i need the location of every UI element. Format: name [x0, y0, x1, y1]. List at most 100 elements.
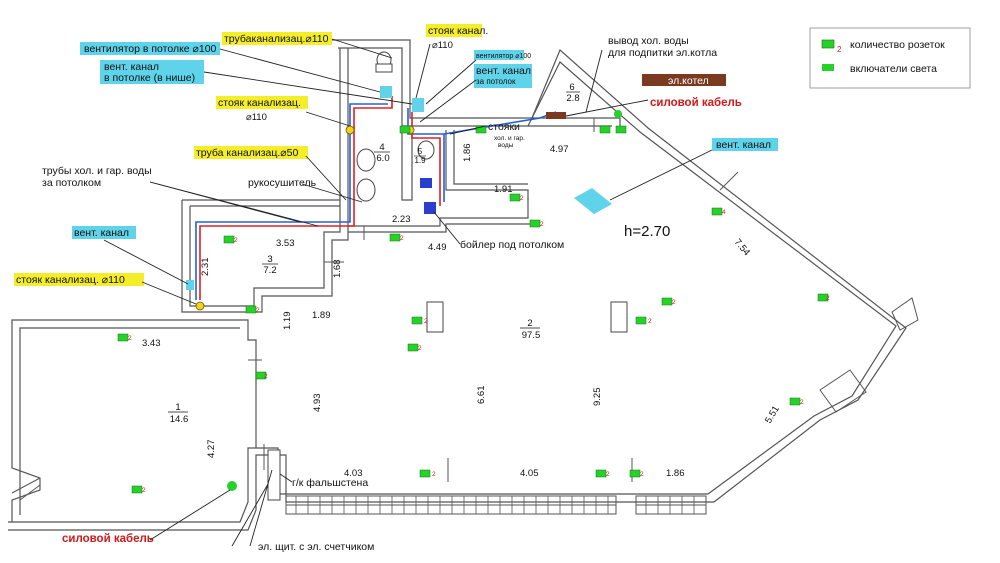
dim-4-97: 4.97	[550, 144, 569, 155]
outlet-marker	[419, 469, 431, 478]
legend-outlets-count: 2	[837, 45, 842, 54]
outlet-count: 2	[400, 235, 404, 242]
callout-el-boiler: эл.котел	[668, 75, 709, 87]
callout-vent-left: вент. канал	[74, 227, 129, 239]
outlet-count: 2	[672, 299, 676, 306]
svg-text:6: 6	[569, 82, 574, 93]
outlet-count-labels: 2 2 2 2 2 2 2 2 2 2 4 2 2 2 2 2 2 2	[128, 195, 830, 494]
svg-text:7.2: 7.2	[263, 265, 276, 276]
dim-1-91: 1.91	[494, 184, 513, 195]
window-ticks	[295, 496, 695, 514]
room-labels: 6 2.8 4 6.0 5 1.9 3 7.2 2 97.5 1 14.6	[168, 82, 580, 425]
outlet-marker	[389, 233, 401, 242]
dim-6-61: 6.61	[476, 386, 487, 405]
callout-risers: стояки	[488, 121, 520, 133]
outlet-marker	[131, 485, 143, 494]
dimensions: 4.97 1.86 1.91 2.23 4.49 7.54 3.53 2.31 …	[142, 144, 782, 480]
outlet-marker	[399, 125, 411, 134]
vent-shaft-riser	[412, 98, 424, 112]
dim-2-31: 2.31	[200, 258, 211, 277]
callout-riser-sewer-top-d: ⌀110	[432, 40, 453, 51]
svg-text:1.9: 1.9	[414, 156, 426, 165]
callout-riser-sewer-mid: стояк канализац.	[218, 97, 301, 109]
callout-el-panel: эл. щит. с эл. счетчиком	[258, 541, 374, 553]
outlet-count: 4	[722, 209, 726, 216]
dim-5-51: 5.51	[763, 404, 782, 426]
dim-1-68: 1.68	[332, 260, 343, 279]
callout-riser-sewer-mid-d: ⌀110	[246, 112, 267, 123]
windows	[11, 297, 919, 515]
outlet-count: 2	[826, 295, 830, 302]
svg-text:1: 1	[175, 402, 180, 413]
dim-1-86-a: 1.86	[462, 144, 473, 163]
dim-1-89: 1.89	[312, 310, 331, 321]
svg-text:2.8: 2.8	[566, 93, 579, 104]
dim-7-54: 7.54	[732, 237, 752, 258]
callout-riser-sewer-left: стояк канализац. ⌀110	[16, 274, 125, 286]
dim-9-25: 9.25	[592, 388, 603, 407]
outlet-marker	[635, 316, 647, 325]
outlet-count: 2	[520, 195, 524, 202]
el-boiler-box	[546, 112, 566, 119]
outlet-marker	[615, 125, 627, 134]
callout-vent-niche-1: вент. канал	[104, 61, 159, 73]
outlet-marker	[411, 316, 423, 325]
svg-text:5: 5	[418, 147, 423, 156]
outlet-marker	[629, 469, 641, 478]
callout-boiler-ceiling: бойлер под потолком	[460, 239, 564, 251]
outlet-count: 2	[540, 221, 544, 228]
callout-power-cable-top: силовой кабель	[650, 97, 742, 109]
vent-shaft-small	[380, 86, 392, 98]
callout-gk-wall: г/к фальшстена	[292, 477, 368, 489]
room-3: 3 7.2	[262, 254, 278, 276]
outlet-marker	[599, 125, 611, 134]
outlet-count: 2	[640, 471, 644, 478]
outlet-marker	[817, 293, 829, 302]
callout-towel-dryer: рукосушитель	[248, 177, 317, 189]
dim-3-43: 3.43	[142, 338, 161, 349]
dim-4-05: 4.05	[520, 468, 539, 479]
outlet-marker	[789, 397, 801, 406]
vent-shaft-left	[186, 280, 194, 290]
legend-outlets-label: количество розеток	[850, 39, 945, 51]
dim-4-03: 4.03	[344, 468, 363, 479]
ceiling-height: h=2.70	[624, 223, 670, 240]
dim-1-19: 1.19	[282, 312, 293, 331]
light-switches	[227, 110, 622, 491]
vent-shaft-right	[574, 188, 612, 214]
outlet-count: 2	[256, 307, 260, 314]
callout-pipe-sewer-50: труба канализац.⌀50	[196, 147, 298, 159]
callout-ventilator-ceiling: вентилятор в потолке ⌀100	[84, 43, 217, 55]
outlet-count: 2	[234, 237, 238, 244]
callout-risers-sub-1: хол. и гар.	[494, 135, 525, 142]
outlet-count: 2	[432, 471, 436, 478]
sewer-risers	[195, 125, 415, 311]
callout-pipe-sewer-110: трубаканализац.⌀110	[224, 33, 329, 45]
callout-pipes-water-1: трубы хол. и гар. воды	[42, 165, 152, 177]
outlet-marker	[475, 125, 487, 134]
outlet-count: 2	[128, 335, 132, 342]
outlet-marker	[117, 333, 129, 342]
room-5: 5 1.9	[414, 147, 426, 165]
svg-text:4: 4	[379, 142, 384, 153]
callout-riser-sewer-top: стояк канал.	[428, 25, 488, 37]
outlet-count: 2	[424, 318, 428, 325]
outlet-count: 2	[606, 471, 610, 478]
svg-text:2: 2	[527, 318, 532, 329]
outlet-count: 2	[264, 373, 268, 380]
callout-cold-water-2: для подпитки эл.котла	[608, 47, 717, 59]
dim-3-53: 3.53	[276, 238, 295, 249]
outlet-marker	[711, 207, 723, 216]
room-1: 1 14.6	[168, 402, 188, 425]
dim-4-93: 4.93	[312, 394, 323, 413]
outlet-count: 2	[800, 399, 804, 406]
legend-switches-label: включатели света	[850, 63, 937, 75]
outlet-marker	[407, 343, 419, 352]
callout-risers-sub-2: воды	[498, 142, 514, 149]
callout-power-cable-bottom: силовой кабель	[62, 533, 154, 545]
outlet-marker	[223, 235, 235, 244]
door-ticks	[248, 118, 739, 482]
outlet-marker	[245, 305, 257, 314]
callout-pipes-water-2: за потолком	[42, 177, 101, 189]
